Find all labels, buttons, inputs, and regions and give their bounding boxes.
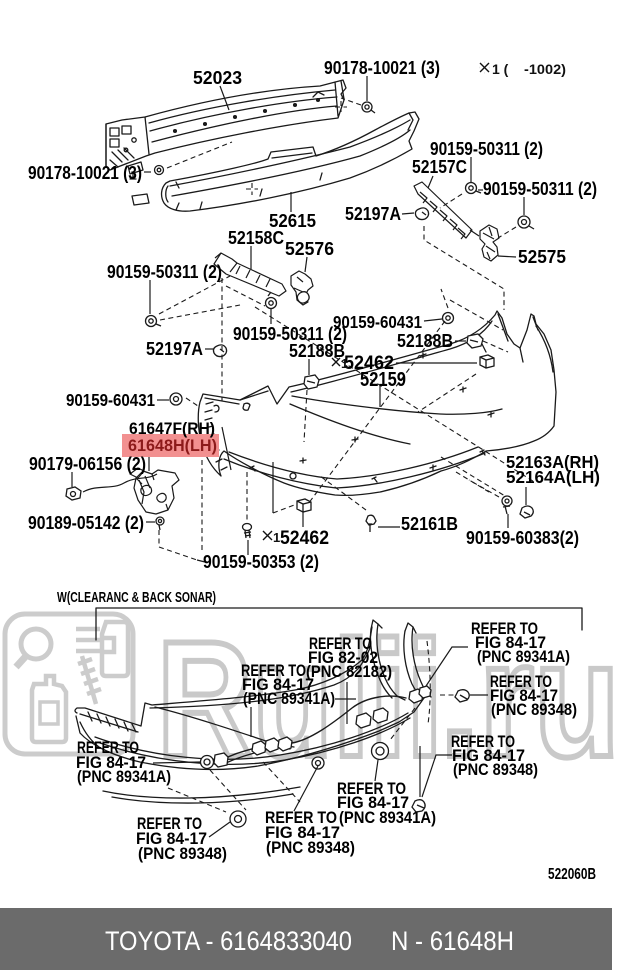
svg-text:FIG 82-02: FIG 82-02 [308, 649, 378, 667]
svg-text:REFER TO: REFER TO [77, 739, 139, 757]
svg-text:-1002): -1002) [524, 61, 566, 77]
svg-text:FIG 84-17: FIG 84-17 [136, 830, 207, 848]
svg-text:(PNC 89348): (PNC 89348) [266, 839, 355, 857]
svg-text:REFER TO: REFER TO [471, 620, 538, 638]
svg-text:(PNC 89341A): (PNC 89341A) [339, 809, 436, 827]
svg-text:61647F(RH): 61647F(RH) [129, 419, 215, 438]
svg-text:90178-10021 (3): 90178-10021 (3) [28, 163, 142, 183]
svg-text:(PNC 89348): (PNC 89348) [453, 761, 538, 779]
svg-text:90178-10021 (3): 90178-10021 (3) [324, 58, 440, 78]
svg-text:REFER TO: REFER TO [490, 673, 552, 691]
svg-text:(PNC 89341A): (PNC 89341A) [243, 690, 335, 708]
svg-text:W(CLEARANC & BACK SONAR): W(CLEARANC & BACK SONAR) [57, 590, 216, 606]
svg-text:TOYOTA - 6164833040: TOYOTA - 6164833040 [105, 926, 352, 956]
svg-text:52462: 52462 [280, 528, 329, 549]
svg-text:FIG 84-17: FIG 84-17 [265, 824, 340, 842]
svg-text:FIG 84-17: FIG 84-17 [490, 687, 558, 705]
svg-text:REFER TO: REFER TO [451, 733, 515, 751]
svg-text:52159: 52159 [360, 369, 406, 391]
svg-text:1: 1 [273, 530, 280, 545]
svg-text:52197A: 52197A [345, 204, 401, 224]
svg-text:1: 1 [341, 356, 348, 371]
svg-text:FIG 84-17: FIG 84-17 [242, 676, 314, 694]
svg-text:FIG 84-17: FIG 84-17 [452, 747, 525, 765]
svg-text:(PNC 89341A): (PNC 89341A) [77, 768, 171, 786]
svg-text:52575: 52575 [518, 247, 566, 267]
svg-text:90159-50311 (2): 90159-50311 (2) [107, 262, 222, 282]
svg-text:52188B: 52188B [289, 341, 345, 361]
svg-text:1 (: 1 ( [492, 61, 509, 77]
svg-text:REFER TO: REFER TO [137, 815, 202, 833]
svg-text:61648H(LH): 61648H(LH) [128, 436, 217, 455]
svg-text:52197A: 52197A [146, 339, 203, 359]
svg-text:(PNC 89348): (PNC 89348) [491, 701, 577, 719]
svg-text:52163A(RH): 52163A(RH) [506, 452, 599, 472]
svg-text:REFER TO: REFER TO [265, 809, 337, 827]
svg-text:REFER TO: REFER TO [241, 662, 306, 680]
svg-text:90159-50311 (2): 90159-50311 (2) [430, 139, 543, 159]
svg-text:(PNC 89341A): (PNC 89341A) [477, 648, 570, 666]
svg-text:REFER TO: REFER TO [337, 780, 406, 798]
svg-text:90159-50311 (2): 90159-50311 (2) [233, 324, 347, 344]
svg-text:REFER TO: REFER TO [309, 635, 372, 653]
svg-text:522060B: 522060B [548, 866, 596, 883]
svg-text:90159-60383(2): 90159-60383(2) [466, 528, 579, 548]
svg-text:52158C: 52158C [228, 228, 284, 248]
svg-text:90159-60431: 90159-60431 [66, 390, 155, 410]
svg-text:FIG 84-17: FIG 84-17 [76, 754, 146, 772]
svg-text:52023: 52023 [193, 68, 242, 88]
svg-text:(PNC 82182): (PNC 82182) [306, 663, 392, 681]
svg-text:52157C: 52157C [412, 157, 467, 177]
svg-text:52161B: 52161B [401, 514, 458, 534]
svg-text:.ru: .ru [440, 607, 620, 791]
svg-text:52188B: 52188B [397, 331, 453, 351]
svg-text:90189-05142 (2): 90189-05142 (2) [28, 513, 144, 533]
svg-text:90159-60431: 90159-60431 [333, 312, 422, 332]
svg-text:52615: 52615 [269, 211, 316, 231]
svg-text:90159-50311 (2): 90159-50311 (2) [483, 179, 597, 199]
svg-text:FIG 84-17: FIG 84-17 [337, 794, 409, 812]
svg-text:N - 61648H: N - 61648H [391, 926, 514, 956]
svg-text:52164A(LH): 52164A(LH) [506, 467, 600, 487]
svg-text:52576: 52576 [285, 239, 334, 259]
svg-text:90159-50353 (2): 90159-50353 (2) [203, 552, 319, 572]
svg-text:52462: 52462 [344, 353, 394, 374]
svg-text:(PNC 89348): (PNC 89348) [138, 845, 227, 863]
svg-text:90179-06156 (2): 90179-06156 (2) [29, 454, 146, 474]
svg-text:FIG 84-17: FIG 84-17 [475, 634, 546, 652]
